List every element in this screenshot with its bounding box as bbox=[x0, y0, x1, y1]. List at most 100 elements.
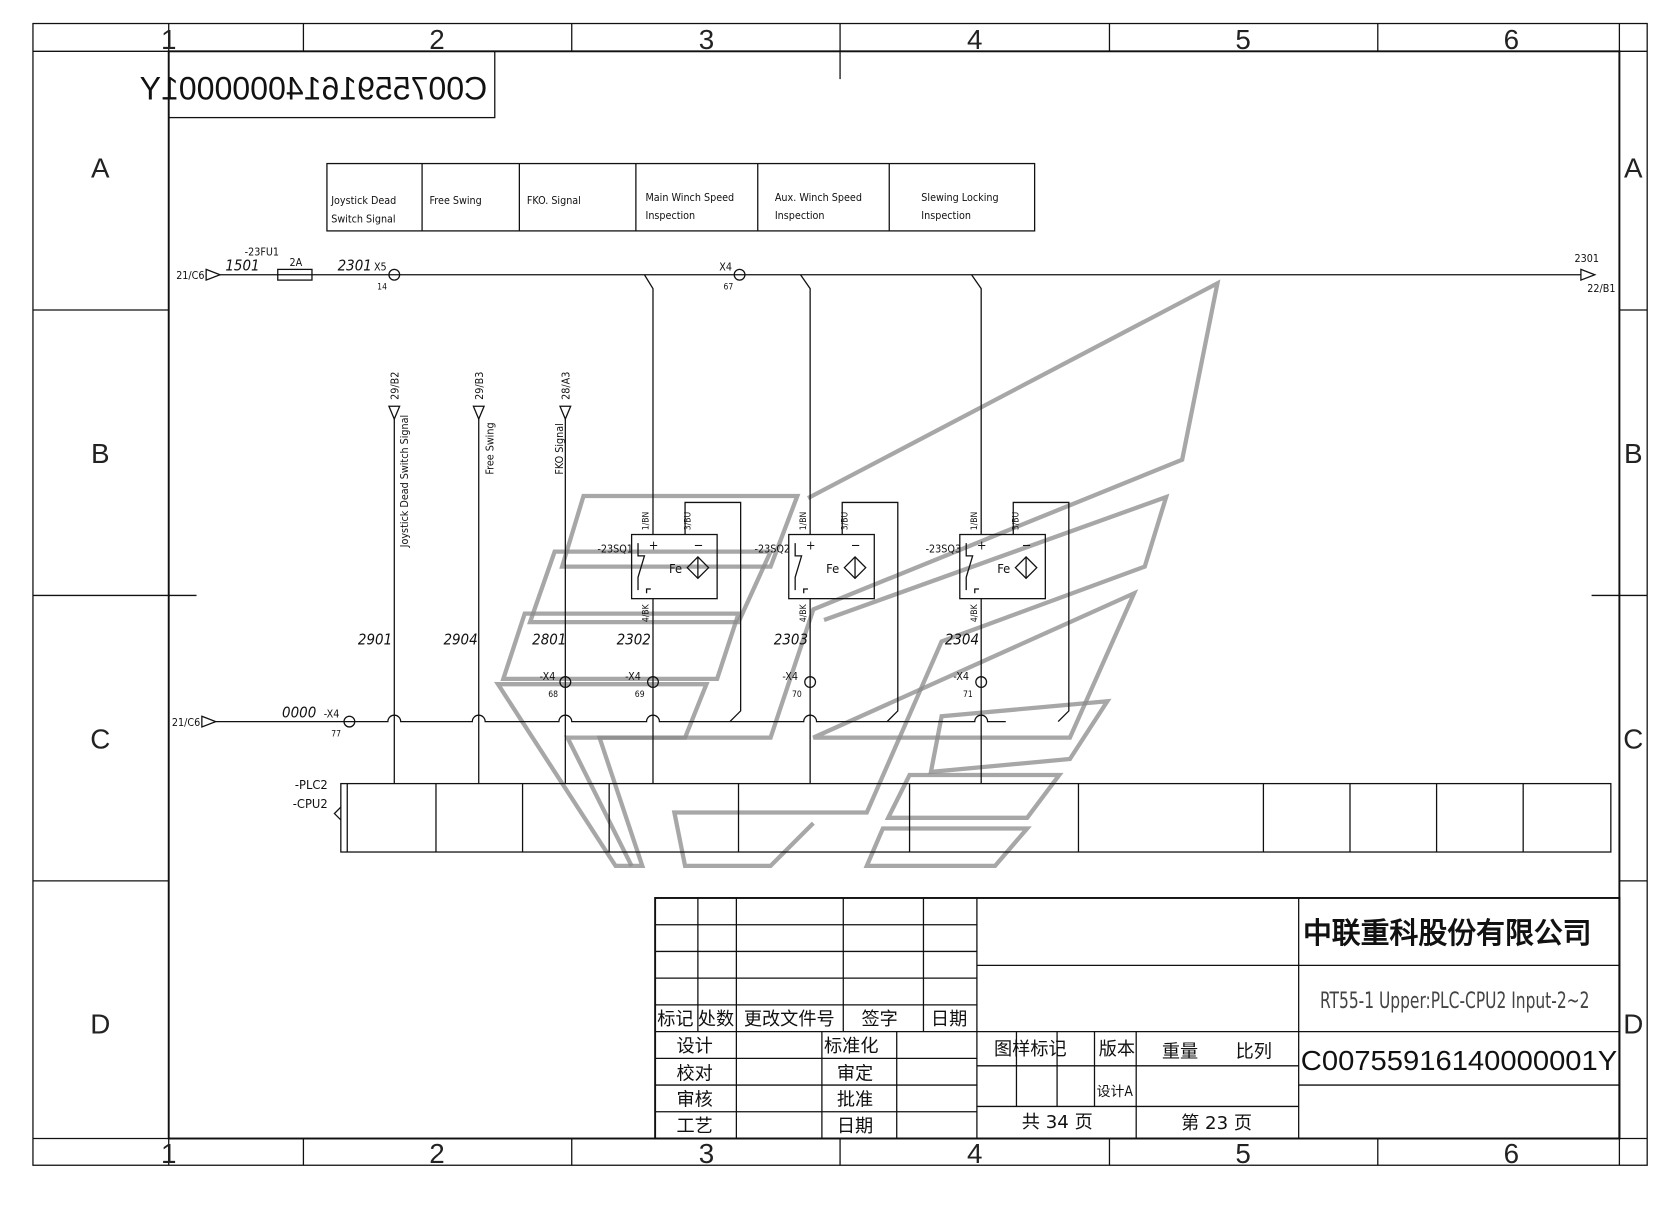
meta-header: 版本 bbox=[1099, 1039, 1135, 1060]
return-wire bbox=[684, 501, 742, 723]
sign-label: 日期 bbox=[837, 1116, 873, 1137]
sign-label: 设计 bbox=[677, 1036, 713, 1057]
pin-label: 4/BK bbox=[970, 603, 980, 622]
wire-number: 2301 bbox=[338, 256, 372, 274]
zone-letter-left: A bbox=[91, 152, 110, 183]
rev-header: 日期 bbox=[931, 1009, 967, 1030]
signal-label: Joystick Dead Switch Signal bbox=[398, 415, 411, 549]
terminal-icon bbox=[388, 268, 401, 281]
terminal-label: -X4 bbox=[324, 707, 340, 720]
top-power-rail: 21/C6 1501 -23FU1 2A 2301 X5 14 X4 67 23… bbox=[176, 245, 1615, 294]
zone-number-top: 1 bbox=[161, 24, 176, 55]
sign-label: 批准 bbox=[837, 1089, 873, 1110]
cross-ref: 28/A3 bbox=[560, 372, 573, 400]
signal-label: FKO Signal bbox=[553, 423, 566, 474]
signal-lines: 29/B2 29/B3 28/A3 Joystick Dead Switch S… bbox=[358, 372, 573, 784]
output-arrow-icon bbox=[1580, 268, 1597, 282]
drawing-code: C00755916140000001Y bbox=[1301, 1045, 1617, 1076]
signal-table-cell: Inspection bbox=[775, 209, 825, 222]
plus-sign: + bbox=[977, 538, 987, 553]
terminal-pin: 70 bbox=[792, 690, 802, 700]
terminal-pin: 71 bbox=[963, 690, 973, 700]
signal-table-cell: Joystick Dead bbox=[330, 194, 396, 207]
meta-header: 重量 bbox=[1162, 1041, 1198, 1062]
supply-wire bbox=[971, 274, 982, 535]
mirrored-code-box: C00755916140000001Y bbox=[140, 50, 496, 119]
zone-number-bottom: 3 bbox=[699, 1138, 714, 1169]
pin-label: 1/BN bbox=[799, 512, 809, 531]
terminal-label: X4 bbox=[719, 260, 732, 273]
mirrored-drawing-code: C00755916140000001Y bbox=[140, 70, 488, 106]
version-value: 设计A bbox=[1097, 1084, 1134, 1100]
sensor-id: -23SQ3 bbox=[926, 543, 962, 556]
terminal-pin: 68 bbox=[548, 690, 558, 700]
plc-module: -PLC2 -CPU2 bbox=[293, 778, 1612, 853]
proximity-symbol-icon bbox=[843, 556, 867, 580]
signal-table-cell: FKO. Signal bbox=[527, 194, 581, 207]
cross-ref: 29/B2 bbox=[389, 372, 402, 400]
pin-label: 3/BU bbox=[841, 512, 851, 530]
terminal-label: -X4 bbox=[625, 670, 641, 683]
drawing-title: RT55-1 Upper:PLC-CPU2 Input-2~2 bbox=[1320, 988, 1589, 1014]
zone-letter-left: B bbox=[91, 438, 110, 469]
pin-label: 1/BN bbox=[642, 512, 652, 531]
switch-step-icon bbox=[803, 588, 808, 594]
terminal-icon bbox=[647, 676, 659, 689]
fuse-rating: 2A bbox=[290, 256, 303, 269]
sign-label: 审核 bbox=[677, 1089, 713, 1110]
proximity-symbol-icon bbox=[686, 556, 710, 580]
sensor-box bbox=[630, 533, 718, 600]
zone-letter-left: C bbox=[90, 723, 110, 754]
cross-ref: 21/C6 bbox=[176, 269, 204, 282]
title-block: 标记 处数 更改文件号 签字 日期 设计 校对 审核 工艺 标准化 审定 批准 … bbox=[654, 897, 1621, 1140]
rev-header: 签字 bbox=[861, 1009, 897, 1030]
terminal-pin: 67 bbox=[724, 283, 734, 293]
terminal-icon bbox=[804, 676, 817, 689]
off-page-arrow-icon bbox=[387, 405, 401, 421]
terminal-label: -X4 bbox=[540, 670, 556, 683]
signal-table-cell: Aux. Winch Speed bbox=[775, 191, 862, 204]
switch-contact-icon bbox=[637, 543, 646, 591]
minus-sign: − bbox=[851, 538, 861, 553]
sign-label: 审定 bbox=[837, 1064, 873, 1085]
terminal-icon bbox=[975, 676, 988, 689]
switch-step-icon bbox=[645, 588, 651, 594]
plus-sign: + bbox=[649, 538, 659, 553]
terminal-icon bbox=[733, 268, 746, 281]
sensor-fe-label: Fe bbox=[997, 562, 1010, 577]
supply-wire bbox=[799, 274, 811, 535]
zone-number-bottom: 1 bbox=[161, 1138, 176, 1169]
zone-letter-right: D bbox=[1623, 1009, 1643, 1040]
signal-table-cell: Inspection bbox=[921, 209, 971, 222]
sign-label: 标准化 bbox=[824, 1036, 878, 1057]
zone-number-bottom: 5 bbox=[1235, 1138, 1250, 1169]
pin-label: 4/BK bbox=[642, 603, 652, 622]
switch-contact-icon bbox=[965, 543, 974, 591]
signal-table-cell: Main Winch Speed bbox=[646, 191, 735, 204]
wire-number: 2901 bbox=[358, 631, 392, 649]
sign-label: 工艺 bbox=[677, 1116, 713, 1137]
return-wire bbox=[1012, 501, 1070, 723]
wire-number: 2904 bbox=[443, 631, 477, 649]
terminal-label: -X4 bbox=[782, 670, 798, 683]
wire-number: 2302 bbox=[617, 631, 651, 649]
zone-number-top: 3 bbox=[699, 24, 714, 55]
zone-number-top: 6 bbox=[1504, 24, 1519, 55]
terminal-pin: 69 bbox=[635, 690, 645, 700]
minus-sign: − bbox=[1022, 538, 1032, 553]
zone-letter-right: B bbox=[1624, 438, 1643, 469]
rev-header: 处数 bbox=[698, 1009, 734, 1030]
signal-description-table: Joystick Dead Switch Signal Free Swing F… bbox=[326, 162, 1036, 232]
switch-contact-icon bbox=[794, 543, 803, 591]
meta-header: 图样标记 bbox=[994, 1039, 1067, 1060]
signal-label: Free Swing bbox=[484, 422, 497, 474]
meta-header: 比列 bbox=[1236, 1041, 1272, 1062]
terminal-pin: 14 bbox=[377, 283, 387, 293]
pin-label: 3/BU bbox=[683, 512, 693, 530]
off-page-arrow-icon bbox=[559, 405, 572, 421]
zone-labels: 1 2 3 4 5 6 1 2 3 4 5 6 A B C D A B C D bbox=[90, 24, 1643, 1169]
